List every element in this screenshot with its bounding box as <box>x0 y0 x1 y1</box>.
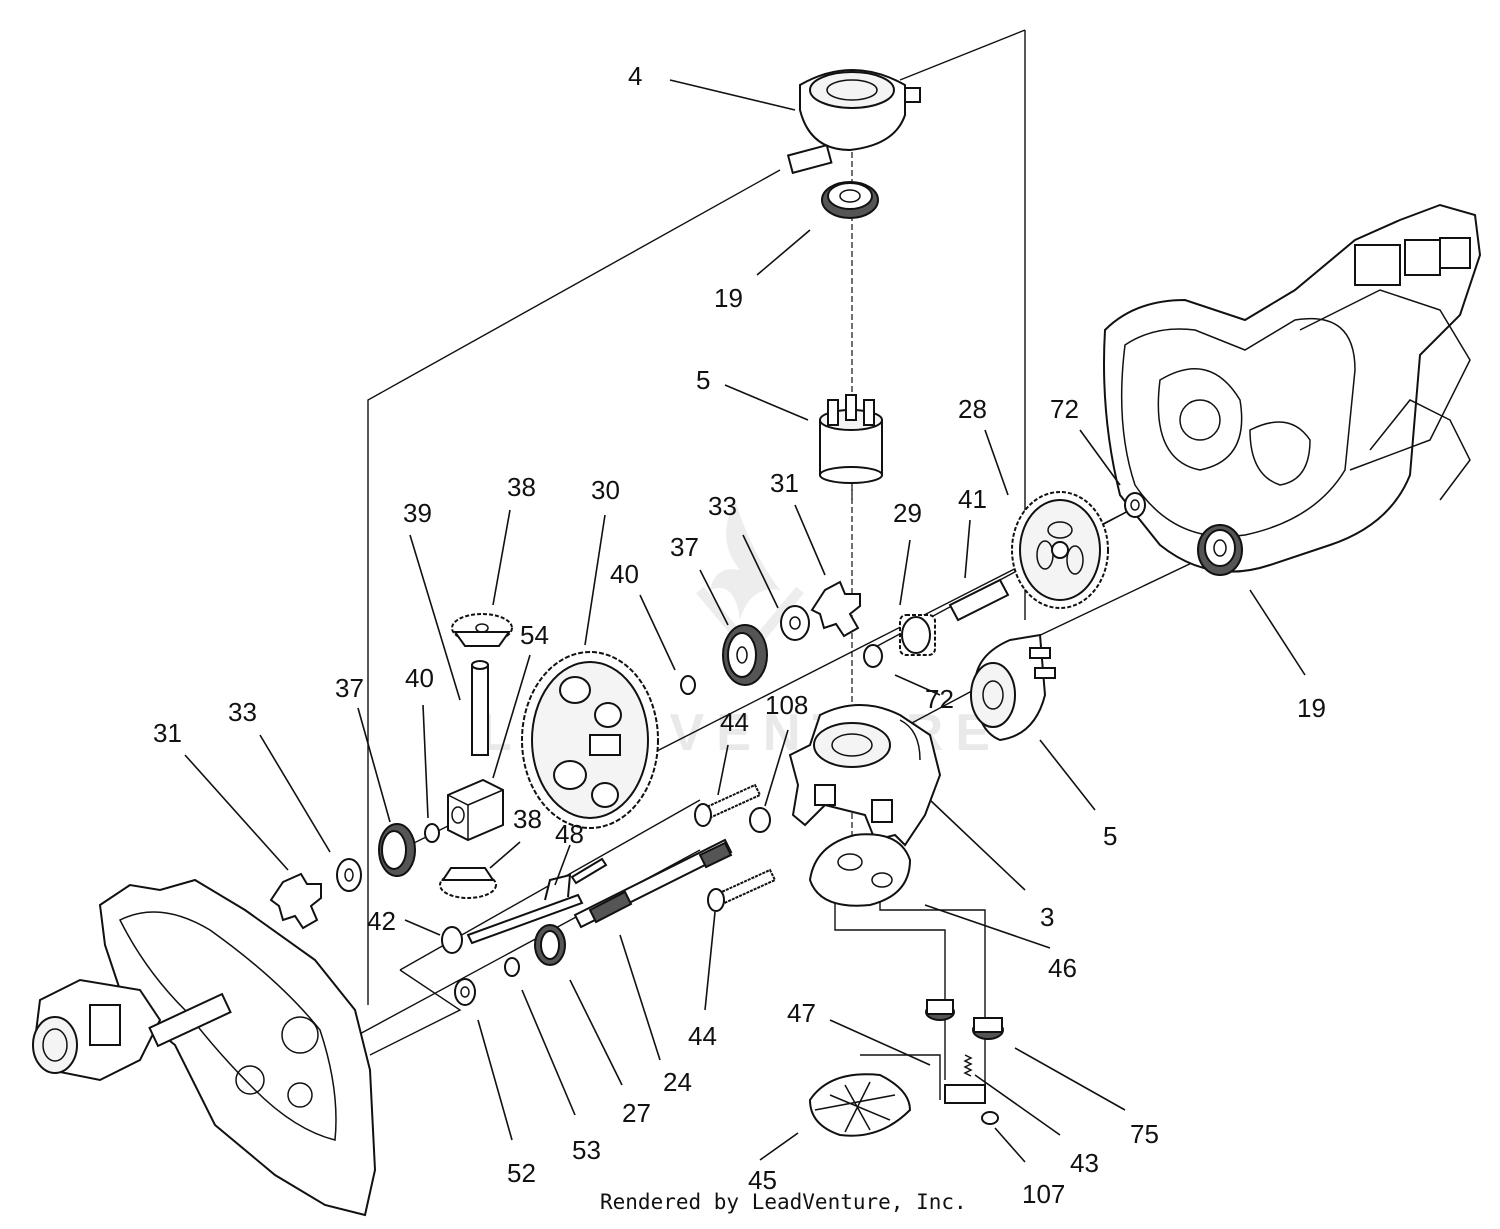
part-38-gear-low <box>439 867 497 899</box>
part-40-ring-left <box>424 823 440 843</box>
callout-31-mid: 31 <box>770 468 799 498</box>
callout-37-left: 37 <box>335 673 364 703</box>
part-72-washer-right <box>1124 492 1146 518</box>
callout-72-mid: 72 <box>925 684 954 714</box>
part-37-gear-left <box>378 823 416 877</box>
callout-24: 24 <box>663 1067 692 1097</box>
part-44-bolt-mid <box>694 783 762 827</box>
left-transaxle-case <box>32 878 377 1217</box>
callout-4: 4 <box>628 61 642 91</box>
part-19-bearing-right <box>1197 524 1243 576</box>
callout-labels: 4 19 5 28 72 38 30 31 33 39 29 41 37 40 … <box>153 61 1326 1209</box>
part-75-plug <box>925 999 1004 1040</box>
callout-40-left: 40 <box>405 663 434 693</box>
callout-45: 45 <box>748 1165 777 1195</box>
right-transaxle-case <box>1103 203 1482 573</box>
callout-48: 48 <box>555 819 584 849</box>
part-44-bolt-low <box>707 868 777 912</box>
part-41-pin <box>948 578 1010 622</box>
callout-3: 3 <box>1040 902 1054 932</box>
callout-38-top: 38 <box>507 472 536 502</box>
part-107-pin <box>944 1084 999 1125</box>
callout-5-low: 5 <box>1103 821 1117 851</box>
callout-38-low: 38 <box>513 804 542 834</box>
part-28-gear <box>1011 491 1109 609</box>
callout-75: 75 <box>1130 1119 1159 1149</box>
part-5-coupler-top <box>819 394 883 484</box>
callout-53: 53 <box>572 1135 601 1165</box>
part-53-ring <box>504 957 520 977</box>
part-4-housing-top <box>786 69 921 175</box>
callout-39: 39 <box>403 498 432 528</box>
callout-5-top: 5 <box>696 365 710 395</box>
part-42-washer <box>441 926 463 954</box>
callout-42: 42 <box>367 906 396 936</box>
callout-31-left: 31 <box>153 718 182 748</box>
part-27-gear <box>534 924 566 966</box>
part-37-gear-mid <box>722 624 768 686</box>
callout-30: 30 <box>591 475 620 505</box>
callout-19-right: 19 <box>1297 693 1326 723</box>
callout-44-mid: 44 <box>720 707 749 737</box>
callout-33-left: 33 <box>228 697 257 727</box>
callout-41: 41 <box>958 484 987 514</box>
part-30-ring-gear <box>521 651 659 829</box>
part-19-bearing-top <box>821 181 879 219</box>
callout-37-mid: 37 <box>670 532 699 562</box>
callout-107: 107 <box>1022 1179 1065 1209</box>
callout-46: 46 <box>1048 953 1077 983</box>
part-33-washer-mid <box>780 605 810 641</box>
leader-lines <box>184 79 1306 1163</box>
callout-33-mid: 33 <box>708 491 737 521</box>
part-3-center-housing <box>788 704 942 847</box>
part-43-spring <box>963 1054 973 1077</box>
callout-108: 108 <box>765 690 808 720</box>
part-38-gear-top <box>451 613 513 647</box>
part-33-washer-left <box>336 858 362 892</box>
part-72-washer-mid <box>863 644 883 668</box>
callout-27: 27 <box>622 1098 651 1128</box>
part-5-coupler-low <box>970 633 1056 742</box>
callout-40-mid: 40 <box>610 559 639 589</box>
callout-29: 29 <box>893 498 922 528</box>
callout-44-low: 44 <box>688 1021 717 1051</box>
part-54-block <box>447 778 504 842</box>
part-48-shift-rod <box>466 857 608 945</box>
callout-47: 47 <box>787 998 816 1028</box>
render-credit: Rendered by LeadVenture, Inc. <box>600 1190 967 1214</box>
part-52-washer <box>454 978 476 1006</box>
callout-19-top: 19 <box>714 283 743 313</box>
callout-28: 28 <box>958 394 987 424</box>
part-31-spider-left <box>269 872 322 930</box>
callout-72-top: 72 <box>1050 394 1079 424</box>
callout-43: 43 <box>1070 1148 1099 1178</box>
part-39-pin <box>471 660 489 756</box>
part-24-shaft <box>573 838 733 929</box>
part-46-plate <box>808 833 912 907</box>
part-108-washer <box>749 807 771 833</box>
part-45-filter <box>808 1073 912 1137</box>
part-31-spider-mid <box>810 580 861 638</box>
callout-52: 52 <box>507 1158 536 1188</box>
part-29-pinion <box>899 614 936 656</box>
callout-54: 54 <box>520 620 549 650</box>
part-40-ring-mid <box>680 675 696 695</box>
